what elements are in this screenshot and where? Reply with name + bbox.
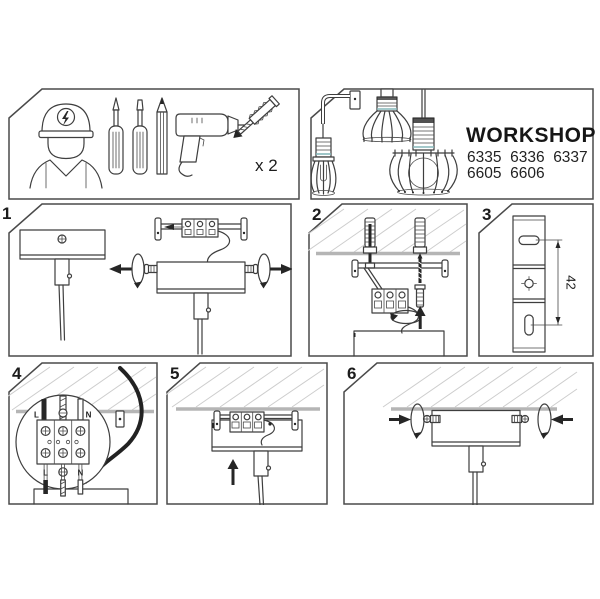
tools-drawing: x 2: [8, 88, 300, 200]
wall-lamp-icon: [310, 90, 361, 196]
wire-loop: [260, 419, 275, 446]
panel-step-1: [8, 203, 292, 357]
cage-pendant-icon: [362, 88, 412, 143]
tighten-arrow-left: [389, 403, 425, 439]
step1-drawing: [8, 203, 292, 357]
dimension-value: 42: [564, 275, 579, 289]
side-screw-left: [422, 414, 441, 424]
panel-brand: WORKSHOP 6335 6336 6337 6605 6606: [310, 88, 596, 200]
unscrew-arrow-left: [109, 253, 145, 289]
drill-icon: [175, 113, 251, 177]
panel-step-4: L N L N: [8, 362, 158, 505]
step-number-4: 4: [12, 364, 22, 383]
screwdrivers-icon: [108, 97, 148, 175]
mounting-bracket-with-terminal: [154, 217, 248, 265]
model-numbers-line1: 6335 6336 6337: [467, 149, 588, 166]
lamps-drawing: [310, 88, 594, 200]
dome-pendant-icon: [389, 89, 458, 196]
canopy-exploded: [143, 261, 259, 355]
electrician-icon: [29, 103, 103, 189]
pencil-icon: [156, 97, 168, 175]
bracket-wires: [363, 267, 383, 290]
label-live-bottom: L: [43, 469, 48, 478]
wiring-detail: L N L N: [34, 395, 92, 497]
model-numbers-line2: 6605 6606: [467, 165, 545, 182]
unscrew-arrow-right: [257, 253, 292, 289]
step3-drawing: 42: [478, 203, 594, 357]
wall-plug-right: [412, 217, 428, 254]
terminal-block: [229, 411, 265, 433]
stem: [468, 445, 484, 473]
ceiling-hatch: [308, 208, 467, 256]
label-neutral-bottom: N: [78, 469, 84, 478]
dimension-42: 42: [530, 239, 579, 326]
step-number-5: 5: [170, 364, 180, 383]
step4-drawing: L N L N: [8, 362, 158, 505]
step5-drawing: [166, 362, 328, 505]
terminal-block: [371, 288, 409, 314]
label-live-top: L: [34, 411, 39, 420]
canopy-assembled: [19, 229, 106, 341]
step6-drawing: [343, 362, 594, 505]
brand-title: WORKSHOP: [466, 124, 596, 147]
rotate-and-push-arrow: [390, 306, 426, 329]
panel-step-3: 42: [478, 203, 594, 357]
bracket-plate: [512, 215, 546, 353]
step-number-6: 6: [347, 364, 357, 383]
wall-plug-left: [362, 217, 378, 269]
tighten-arrow-right: [537, 403, 573, 439]
step2-drawing: [308, 203, 468, 357]
quantity-label: x 2: [255, 156, 278, 175]
canopy-outline: [353, 330, 445, 357]
wall-plug-screw-icon: [233, 95, 280, 139]
stem: [253, 450, 269, 477]
mounting-bracket: [351, 259, 449, 278]
step-number-2: 2: [312, 205, 322, 224]
canopy: [431, 409, 521, 447]
mounting-bracket: [213, 410, 299, 431]
panel-step-6: [343, 362, 594, 505]
label-neutral-top: N: [86, 411, 92, 420]
side-screw-right: [511, 414, 530, 424]
push-up-arrow: [227, 459, 239, 485]
wire-loop: [206, 230, 231, 265]
panel-step-2: [308, 203, 468, 357]
panel-tools: x 2: [8, 88, 300, 200]
step-number-3: 3: [482, 205, 492, 224]
step-number-1: 1: [2, 204, 12, 223]
panel-step-5: [166, 362, 328, 505]
